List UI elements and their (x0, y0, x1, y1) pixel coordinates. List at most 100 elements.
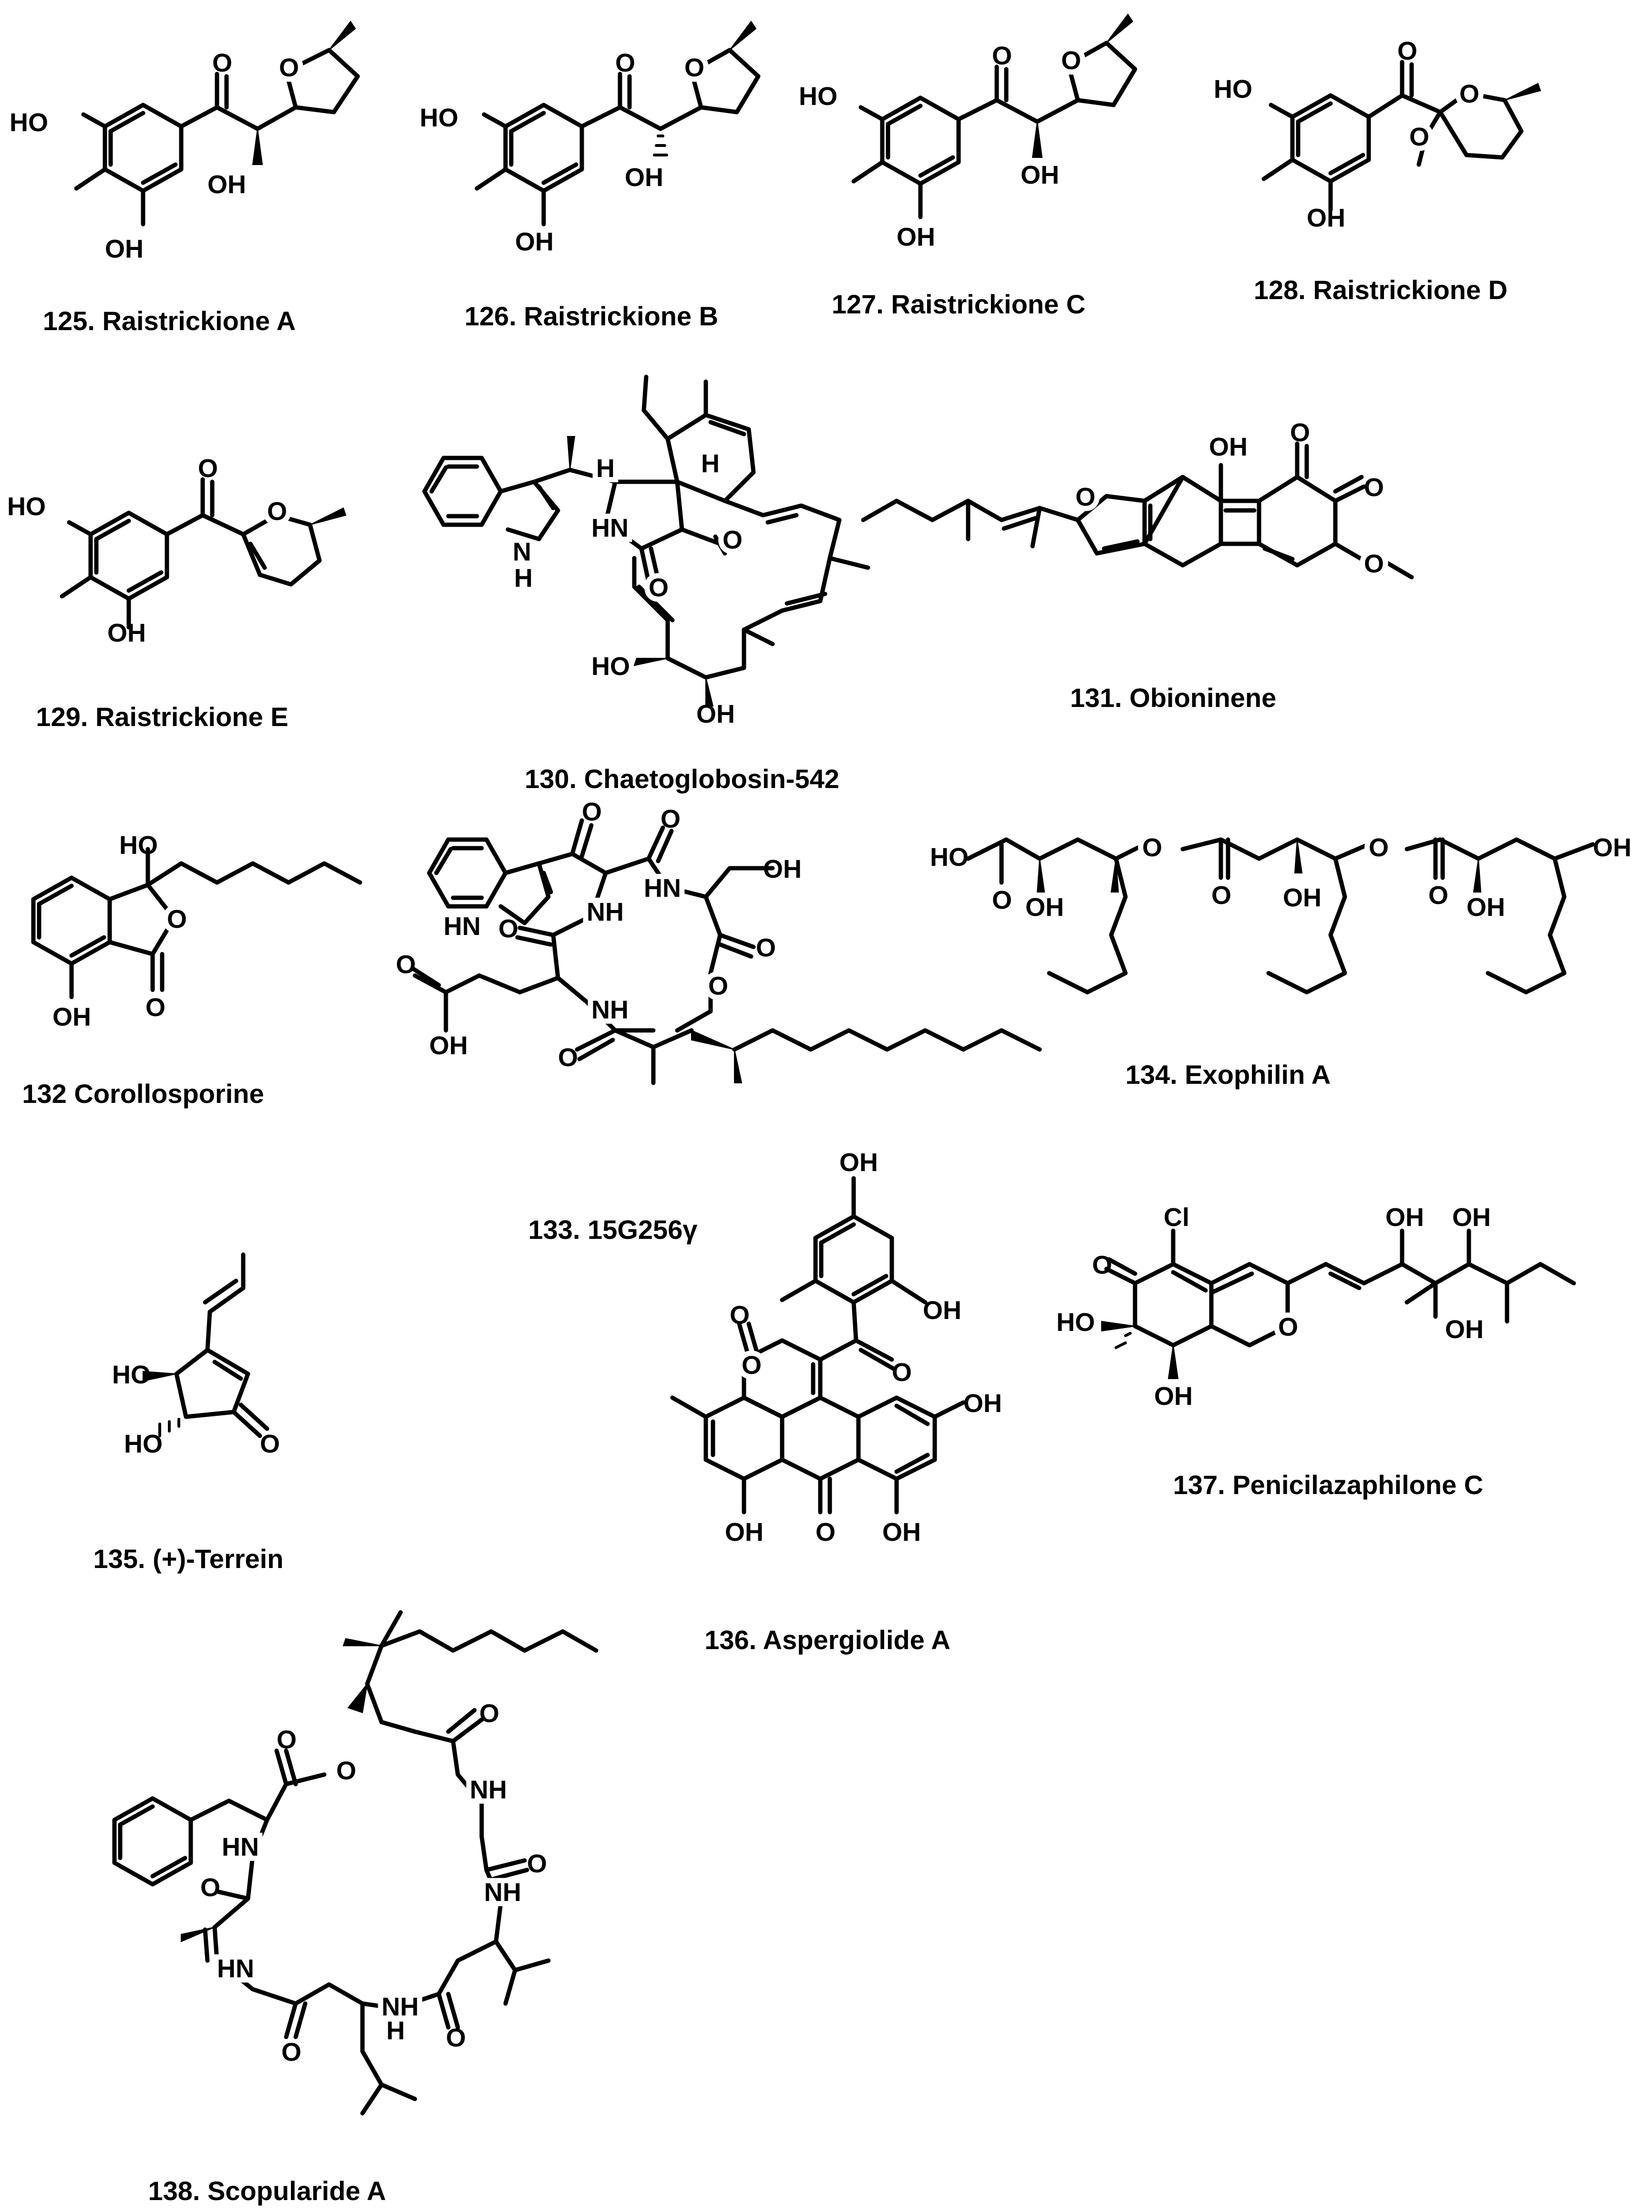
atom-label: O (336, 1756, 356, 1785)
atom-label: H (514, 564, 533, 592)
atom-label: O (260, 1430, 280, 1458)
caption-137: 137. Penicilazaphilone C (1173, 1470, 1484, 1500)
atom-label: N (513, 538, 531, 566)
atom-label: OH (1154, 1382, 1193, 1411)
atom-label: NH (382, 1993, 419, 2021)
atom-label: OH (105, 235, 144, 263)
caption-134: 134. Exophilin A (1125, 1059, 1331, 1090)
atom-label: OH (696, 700, 735, 728)
atom-label: O (277, 1725, 297, 1754)
caption-129: 129. Raistrickione E (36, 702, 289, 732)
atom-label: O (198, 454, 218, 483)
atom-label: O (992, 886, 1012, 914)
atom-label: HO (10, 108, 48, 137)
caption-125: 125. Raistrickione A (42, 306, 296, 336)
atom-label: O (212, 49, 232, 77)
atom-label: OH (1445, 1315, 1484, 1344)
caption-131: 131. Obioninene (1070, 683, 1277, 713)
atom-label: HO (930, 843, 969, 872)
atom-label: OH (1466, 893, 1505, 922)
atom-label: HN (217, 1954, 254, 1983)
atom-label: O (615, 49, 635, 77)
atom-label: OH (52, 1003, 91, 1031)
atom-label: OH (625, 163, 663, 192)
atom-label: OH (725, 1518, 764, 1547)
atom-label: O (558, 1043, 578, 1072)
atom-label: O (498, 914, 518, 943)
atom-label: O (1290, 418, 1310, 447)
atom-label: O (756, 934, 776, 962)
atom-label: OH (207, 170, 246, 199)
atom-label: O (446, 2024, 466, 2052)
atom-label: OH (1283, 883, 1322, 912)
atom-label: NH (470, 1776, 507, 1804)
atom-label: O (527, 1849, 547, 1878)
atom-label: O (661, 805, 681, 833)
atom-label: O (816, 1518, 836, 1547)
atom-label: O (1211, 881, 1231, 910)
atom-label: HO (420, 104, 458, 132)
atom-label: O (281, 2038, 301, 2067)
atom-label: OH (897, 223, 935, 251)
atom-label: O (892, 1358, 912, 1387)
atom-label: OH (839, 1148, 878, 1177)
atom-label: HO (1214, 75, 1252, 104)
atom-label: NH (484, 1878, 521, 1907)
atom-label: HN (222, 1833, 259, 1861)
atom-label: O (479, 1699, 499, 1728)
atom-label: HN (444, 912, 481, 941)
atom-label: OH (1021, 161, 1059, 189)
caption-133: 133. 15G256γ (528, 1215, 698, 1245)
atom-label: H (386, 2016, 405, 2045)
atom-label: O (1397, 37, 1417, 65)
atom-label: HO (799, 82, 837, 111)
caption-136: 136. Aspergiolide A (704, 1625, 950, 1655)
atom-label: OH (1025, 893, 1064, 922)
atom-label: HO (124, 1430, 163, 1458)
atom-label: NH (587, 898, 624, 926)
caption-135: 135. (+)-Terrein (93, 1544, 284, 1574)
atom-label: HO (112, 1360, 151, 1389)
caption-130: 130. Chaetoglobosin-542 (525, 764, 839, 794)
atom-label: OH (1593, 833, 1631, 862)
caption-138: 138. Scopularide A (148, 2176, 386, 2206)
atom-label: OH (1452, 1203, 1491, 1232)
atom-label: OH (1385, 1203, 1424, 1232)
atom-label: O (742, 1351, 762, 1380)
atom-label: OH (923, 1296, 961, 1325)
caption-128: 128. Raistrickione D (1253, 275, 1508, 305)
atom-label: OH (429, 1031, 468, 1060)
atom-label: O (992, 42, 1012, 70)
atom-label: OH (763, 855, 802, 883)
atom-label: O (1428, 881, 1448, 910)
atom-label: OH (1307, 204, 1345, 232)
atom-label: NH (591, 996, 629, 1024)
atom-label: OH (515, 228, 554, 256)
caption-127: 127. Raistrickione C (831, 289, 1086, 319)
atom-label: O (1364, 473, 1384, 502)
atom-label: O (730, 1301, 750, 1329)
atom-label: O (145, 993, 165, 1022)
atom-label: O (396, 950, 416, 979)
atom-label: O (649, 573, 669, 602)
atom-label: OH (1209, 433, 1248, 461)
atom-label: O (1092, 1251, 1112, 1279)
atom-label: OH (963, 1389, 1002, 1418)
atom-label: HO (1056, 1308, 1095, 1337)
atom-label: OH (882, 1518, 921, 1547)
atom-label: HO (591, 652, 630, 681)
atom-label: O (200, 1873, 220, 1902)
